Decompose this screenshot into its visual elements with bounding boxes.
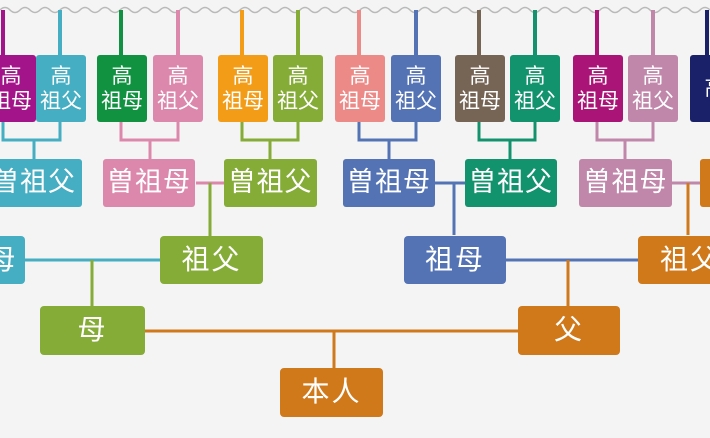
great-great-grandparent-top-label: 高 (524, 64, 546, 89)
great-great-grandparent-bottom-label: 祖母 (101, 88, 143, 113)
great-great-grandparent-box[interactable]: 高祖母 (573, 55, 623, 122)
great-great-grandparent-top-label: 高 (167, 64, 189, 89)
great-great-grandparent-box[interactable]: 高祖父 (628, 55, 678, 122)
great-great-grandparent-bottom-label: 祖父 (632, 88, 674, 113)
great-great-grandparent-bottom-label: 祖父 (157, 88, 199, 113)
grandparent-label: 祖父 (659, 242, 710, 276)
great-great-grandparent-box[interactable]: 高祖母 (218, 55, 268, 122)
great-great-grandparent-box[interactable]: 高祖母 (97, 55, 147, 122)
great-grandparent-box[interactable]: 曽祖母 (579, 159, 672, 207)
great-grandparent-box[interactable]: 曽祖父 (0, 159, 82, 207)
great-great-grandparent-bottom-label: 祖母 (339, 88, 381, 113)
great-grandparent-label: 曽祖父 (0, 167, 76, 199)
great-great-grandparent-box[interactable]: 高祖母 (335, 55, 385, 122)
great-great-grandparent-top-label: 高 (642, 64, 664, 89)
great-grandparent-box[interactable] (700, 159, 710, 207)
wavy-top-border (0, 6, 710, 14)
gen4-connectors (1, 122, 655, 160)
grandparent-label: 祖母 (424, 242, 485, 276)
great-great-grandparent-box[interactable]: 高祖父 (391, 55, 441, 122)
great-grandparent-box[interactable]: 曽祖母 (103, 159, 195, 207)
great-great-grandparent-bottom-label: 祖父 (277, 88, 319, 113)
self-label: 本人 (301, 375, 362, 409)
great-great-grandparent-top-label: 高 (349, 64, 371, 89)
great-great-grandparent-box[interactable]: 高祖母 (455, 55, 505, 122)
great-great-grandparent-box[interactable]: 高祖父 (36, 55, 86, 122)
great-grandparent-label: 曽祖父 (469, 167, 553, 199)
great-grandparent-label: 曽祖母 (107, 167, 191, 199)
gen2-connectors (25, 258, 640, 307)
great-great-grandparent-bottom-label: 祖母 (459, 88, 501, 113)
great-great-grandparent-top-label: 高 (705, 76, 710, 100)
great-grandparent-label: 曽祖母 (347, 167, 431, 199)
gen1-connectors (145, 329, 518, 368)
great-great-grandparent-bottom-label: 祖父 (395, 88, 437, 113)
father-box[interactable]: 父 (518, 306, 620, 355)
great-great-grandparent-top-label: 高 (469, 64, 491, 89)
great-grandparent-label: 曽祖母 (583, 167, 668, 199)
father-label: 父 (553, 313, 584, 347)
great-great-grandparent-top-label: 高 (232, 64, 254, 89)
great-grandparent-label: 曽祖父 (228, 167, 313, 199)
great-great-grandparent-top-label: 高 (111, 64, 133, 89)
grandparent-box[interactable]: 祖父 (638, 236, 710, 284)
great-grandparent-box[interactable]: 曽祖父 (224, 159, 317, 207)
great-great-grandparent-box[interactable]: 高祖父 (153, 55, 203, 122)
top-stubs (1, 10, 709, 55)
great-great-grandparent-top-label: 高 (587, 64, 609, 89)
great-great-grandparent-box[interactable]: 高祖父 (510, 55, 560, 122)
grandparent-box[interactable]: 祖母 (404, 236, 506, 284)
great-great-grandparent-box[interactable]: 高 (690, 55, 710, 122)
great-great-grandparent-bottom-label: 祖父 (514, 88, 556, 113)
grandparent-box[interactable]: 母 (0, 236, 25, 284)
grandparent-label: 祖父 (181, 242, 242, 276)
great-great-grandparent-top-label: 高 (405, 64, 427, 89)
grandparent-box[interactable]: 祖父 (160, 236, 263, 284)
great-great-grandparent-top-label: 高 (287, 64, 309, 89)
great-great-grandparent-top-label: 高 (50, 64, 72, 89)
mother-label: 母 (77, 313, 108, 347)
great-great-grandparent-top-label: 高 (0, 64, 22, 89)
great-great-grandparent-bottom-label: 祖母 (222, 88, 264, 113)
mother-box[interactable]: 母 (40, 306, 145, 355)
great-great-grandparent-bottom-label: 祖母 (0, 88, 32, 113)
great-great-grandparent-bottom-label: 祖母 (577, 88, 619, 113)
great-grandparent-box[interactable]: 曽祖母 (343, 159, 435, 207)
great-grandparent-box[interactable]: 曽祖父 (465, 159, 557, 207)
great-great-grandparent-box[interactable]: 高祖母 (0, 55, 36, 122)
self-box[interactable]: 本人 (280, 368, 383, 417)
great-great-grandparent-box[interactable]: 高祖父 (273, 55, 323, 122)
great-great-grandparent-bottom-label: 祖父 (40, 88, 82, 113)
grandparent-label: 母 (0, 242, 18, 276)
